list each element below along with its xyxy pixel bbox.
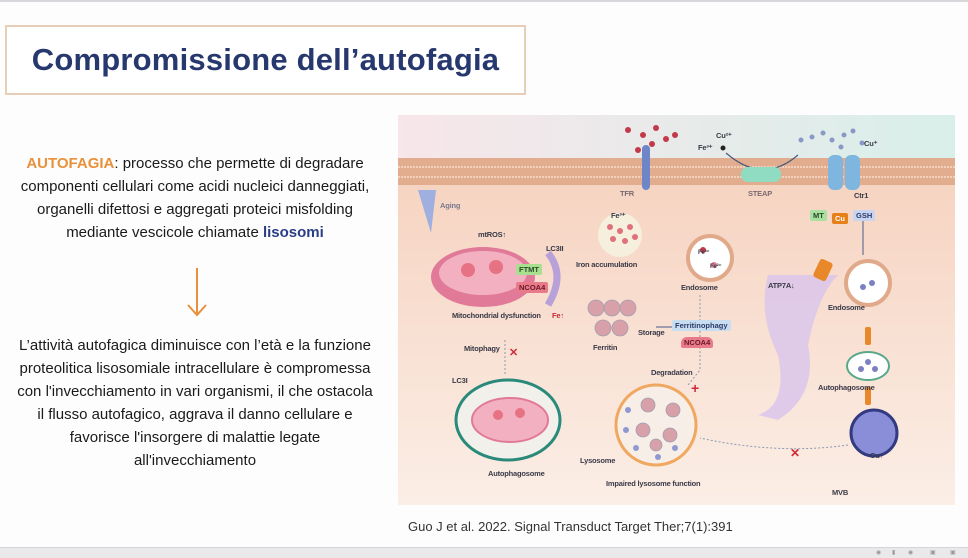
label-lysosome: Lysosome <box>580 456 616 465</box>
label-endosome-left: Endosome <box>681 283 718 292</box>
label-mvb: MVB <box>832 488 849 497</box>
slides-icon[interactable]: ▣ <box>930 550 936 556</box>
label-cu1: Cu⁺ <box>864 139 878 148</box>
definition-text: : processo che permette di degradare com… <box>20 155 370 241</box>
autophagy-figure: ✕ + ✕ Fe³⁺ Cu²⁺ Cu⁺ TFR STEAP Ctr1 Aging… <box>398 115 955 505</box>
label-ferritin: Ferritin <box>593 343 618 352</box>
label-endosome-right: Endosome <box>828 303 865 312</box>
label-mito-dysfunction: Mitochondrial dysfunction <box>452 311 541 320</box>
view-icon[interactable]: ◉ <box>876 550 882 556</box>
label-mitophagy: Mitophagy <box>464 344 500 353</box>
label-autophagosome-right: Autophagosome <box>818 383 875 392</box>
fullscreen-icon[interactable]: ▣ <box>950 550 956 556</box>
tag-cu: Cu <box>832 213 848 224</box>
viewer-status-bar <box>0 547 968 558</box>
tag-ferritinophagy: Ferritinophagy <box>672 320 731 331</box>
figure-illustration: ✕ + ✕ <box>398 115 955 505</box>
tag-mt: MT <box>810 210 827 221</box>
label-lc3i: LC3I <box>452 376 468 385</box>
aging-paragraph: L’attività autofagica diminuisce con l’e… <box>17 337 373 469</box>
top-border <box>0 0 968 2</box>
label-degradation: Degradation <box>651 368 693 377</box>
citation: Guo J et al. 2022. Signal Transduct Targ… <box>408 519 733 534</box>
tag-ftmt: FTMT <box>516 264 542 275</box>
tag-ncoa4-mito: NCOA4 <box>516 282 549 293</box>
label-atp7a: ATP7A↓ <box>768 281 795 290</box>
tag-gsh: GSH <box>853 210 876 221</box>
reading-icon[interactable]: ◉ <box>908 550 914 556</box>
label-iron-accumulation: Iron accumulation <box>576 260 638 269</box>
label-lc3ii: LC3II <box>546 244 564 253</box>
label-storage: Storage <box>638 328 665 337</box>
svg-text:+: + <box>691 380 699 396</box>
label-mtros: mtROS↑ <box>478 230 506 239</box>
autophagy-definition: AUTOFAGIA: processo che permette di degr… <box>20 152 370 244</box>
keyword-autofagia: AUTOFAGIA <box>26 155 115 172</box>
label-fe-up: Fe↑ <box>552 311 564 320</box>
keyword-lisosomi: lisosomi <box>262 224 324 241</box>
label-fe3-bubble: Fe³⁺ <box>611 211 626 220</box>
book-icon[interactable]: ▮ <box>892 550 896 556</box>
label-fe3-top: Fe³⁺ <box>698 143 713 152</box>
label-fe-endo: Fe³⁺ <box>698 250 710 256</box>
label-cu2: Cu²⁺ <box>716 131 732 140</box>
label-autophagosome-left: Autophagosome <box>488 469 545 478</box>
label-cu-up: Cu↑ <box>870 451 884 460</box>
tag-ncoa4: NCOA4 <box>681 337 714 348</box>
label-ctr1: Ctr1 <box>854 191 869 200</box>
svg-text:✕: ✕ <box>509 347 518 359</box>
label-impaired-lysosome: Impaired lysosome function <box>606 479 701 488</box>
slide-title: Compromissione dell’autofagia <box>31 42 500 77</box>
svg-text:✕: ✕ <box>790 446 800 460</box>
label-fe-endo2: Fe²⁺ <box>710 264 722 270</box>
title-box: Compromissione dell’autofagia <box>5 25 526 95</box>
label-steap: STEAP <box>748 189 773 198</box>
down-arrow-icon <box>187 268 207 317</box>
label-tfr: TFR <box>620 189 634 198</box>
label-aging: Aging <box>440 201 461 210</box>
